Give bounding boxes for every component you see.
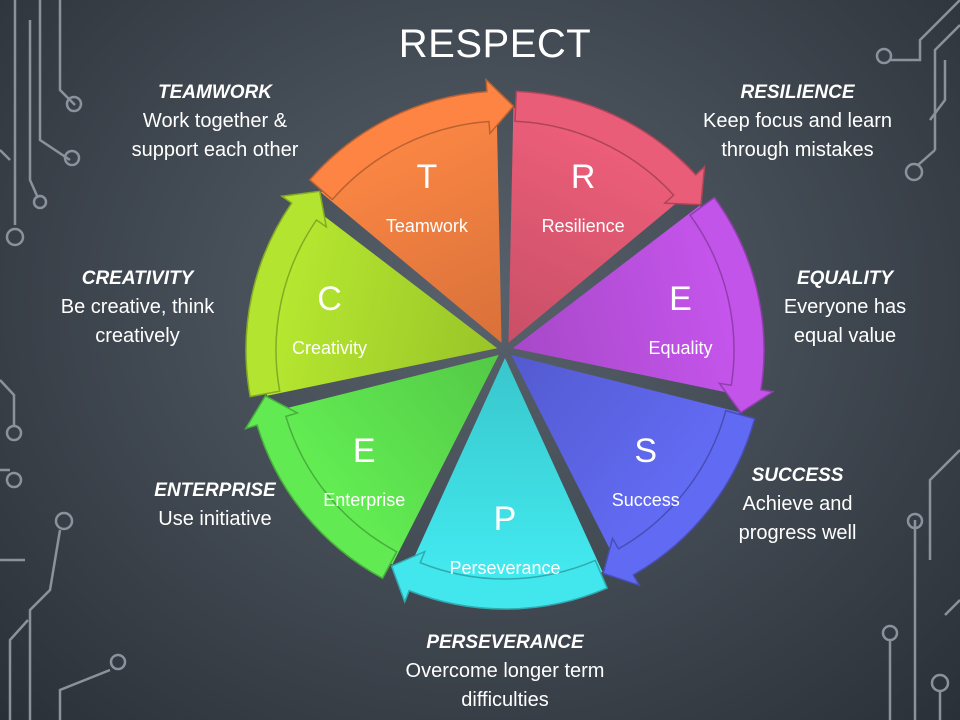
resilience-note: RESILIENCE Keep focus and learn through … [680, 78, 915, 165]
segment-perseverance [407, 358, 603, 593]
segment-letter-resilience: R [571, 158, 596, 196]
arrow-equality [689, 196, 775, 414]
success-note-line2: progress well [738, 522, 857, 544]
perseverance-note: PERSEVERANCE Overcome longer term diffic… [380, 628, 630, 715]
segment-name-success: Success [612, 490, 680, 510]
segment-name-enterprise: Enterprise [323, 490, 405, 510]
segment-letter-equality: E [669, 280, 692, 318]
teamwork-note: TEAMWORK Work together & support each ot… [100, 78, 330, 165]
segment-letter-creativity: C [317, 280, 342, 318]
perseverance-note-heading: PERSEVERANCE [426, 632, 584, 653]
resilience-note-line1: Keep focus and learn [702, 110, 893, 132]
segment-letter-teamwork: T [417, 158, 438, 196]
segment-name-teamwork: Teamwork [386, 216, 469, 236]
teamwork-note-heading: TEAMWORK [158, 82, 272, 103]
success-note-heading: SUCCESS [751, 465, 844, 486]
creativity-note-line1: Be creative, think [60, 296, 215, 318]
resilience-note-heading: RESILIENCE [740, 82, 855, 103]
arrow-resilience [514, 90, 706, 206]
creativity-note-line2: creatively [95, 325, 180, 347]
resilience-note-line2: through mistakes [721, 139, 874, 161]
equality-note-line1: Everyone has [783, 296, 907, 318]
arrow-teamwork [308, 77, 515, 201]
segment-name-equality: Equality [648, 338, 712, 358]
segment-letter-perseverance: P [494, 500, 517, 538]
arrow-perseverance [390, 550, 609, 610]
perseverance-note-line2: difficulties [461, 689, 549, 711]
equality-note: EQUALITY Everyone has equal value [760, 264, 930, 351]
segment-equality [512, 205, 748, 396]
arrow-success [602, 409, 756, 587]
equality-note-line2: equal value [793, 325, 897, 347]
teamwork-note-line2: support each other [131, 139, 299, 161]
equality-note-heading: EQUALITY [796, 268, 894, 289]
success-note: SUCCESS Achieve and progress well [715, 461, 880, 548]
perseverance-note-line1: Overcome longer term [405, 660, 605, 682]
enterprise-note-heading: ENTERPRISE [154, 480, 276, 501]
teamwork-note-line1: Work together & [142, 110, 288, 132]
success-note-line1: Achieve and [742, 493, 853, 515]
segment-creativity [262, 205, 498, 396]
segment-letter-success: S [634, 432, 657, 470]
enterprise-note-line1: Use initiative [158, 508, 272, 530]
segment-letter-enterprise: E [353, 432, 376, 470]
segment-name-resilience: Resilience [542, 216, 625, 236]
creativity-note-heading: CREATIVITY [81, 268, 194, 289]
creativity-note: CREATIVITY Be creative, think creatively [30, 264, 245, 351]
segment-name-perseverance: Perseverance [449, 558, 560, 578]
page-title: RESPECT [398, 22, 592, 66]
segment-name-creativity: Creativity [292, 338, 367, 358]
enterprise-note: ENTERPRISE Use initiative [115, 476, 315, 534]
arrow-creativity [245, 190, 328, 398]
arrow-enterprise [243, 394, 398, 580]
